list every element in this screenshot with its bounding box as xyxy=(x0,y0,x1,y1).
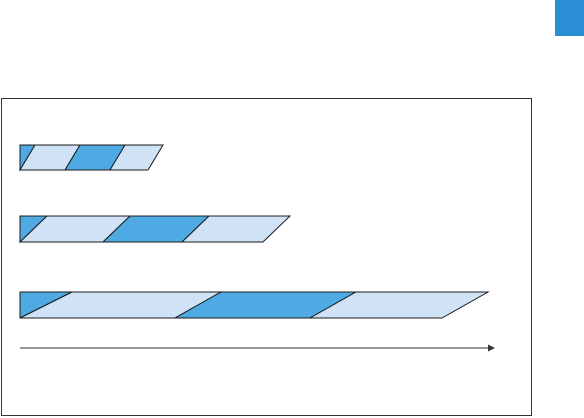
bar-1 xyxy=(20,145,163,170)
bar-2 xyxy=(20,216,290,242)
bar-3 xyxy=(20,292,488,318)
